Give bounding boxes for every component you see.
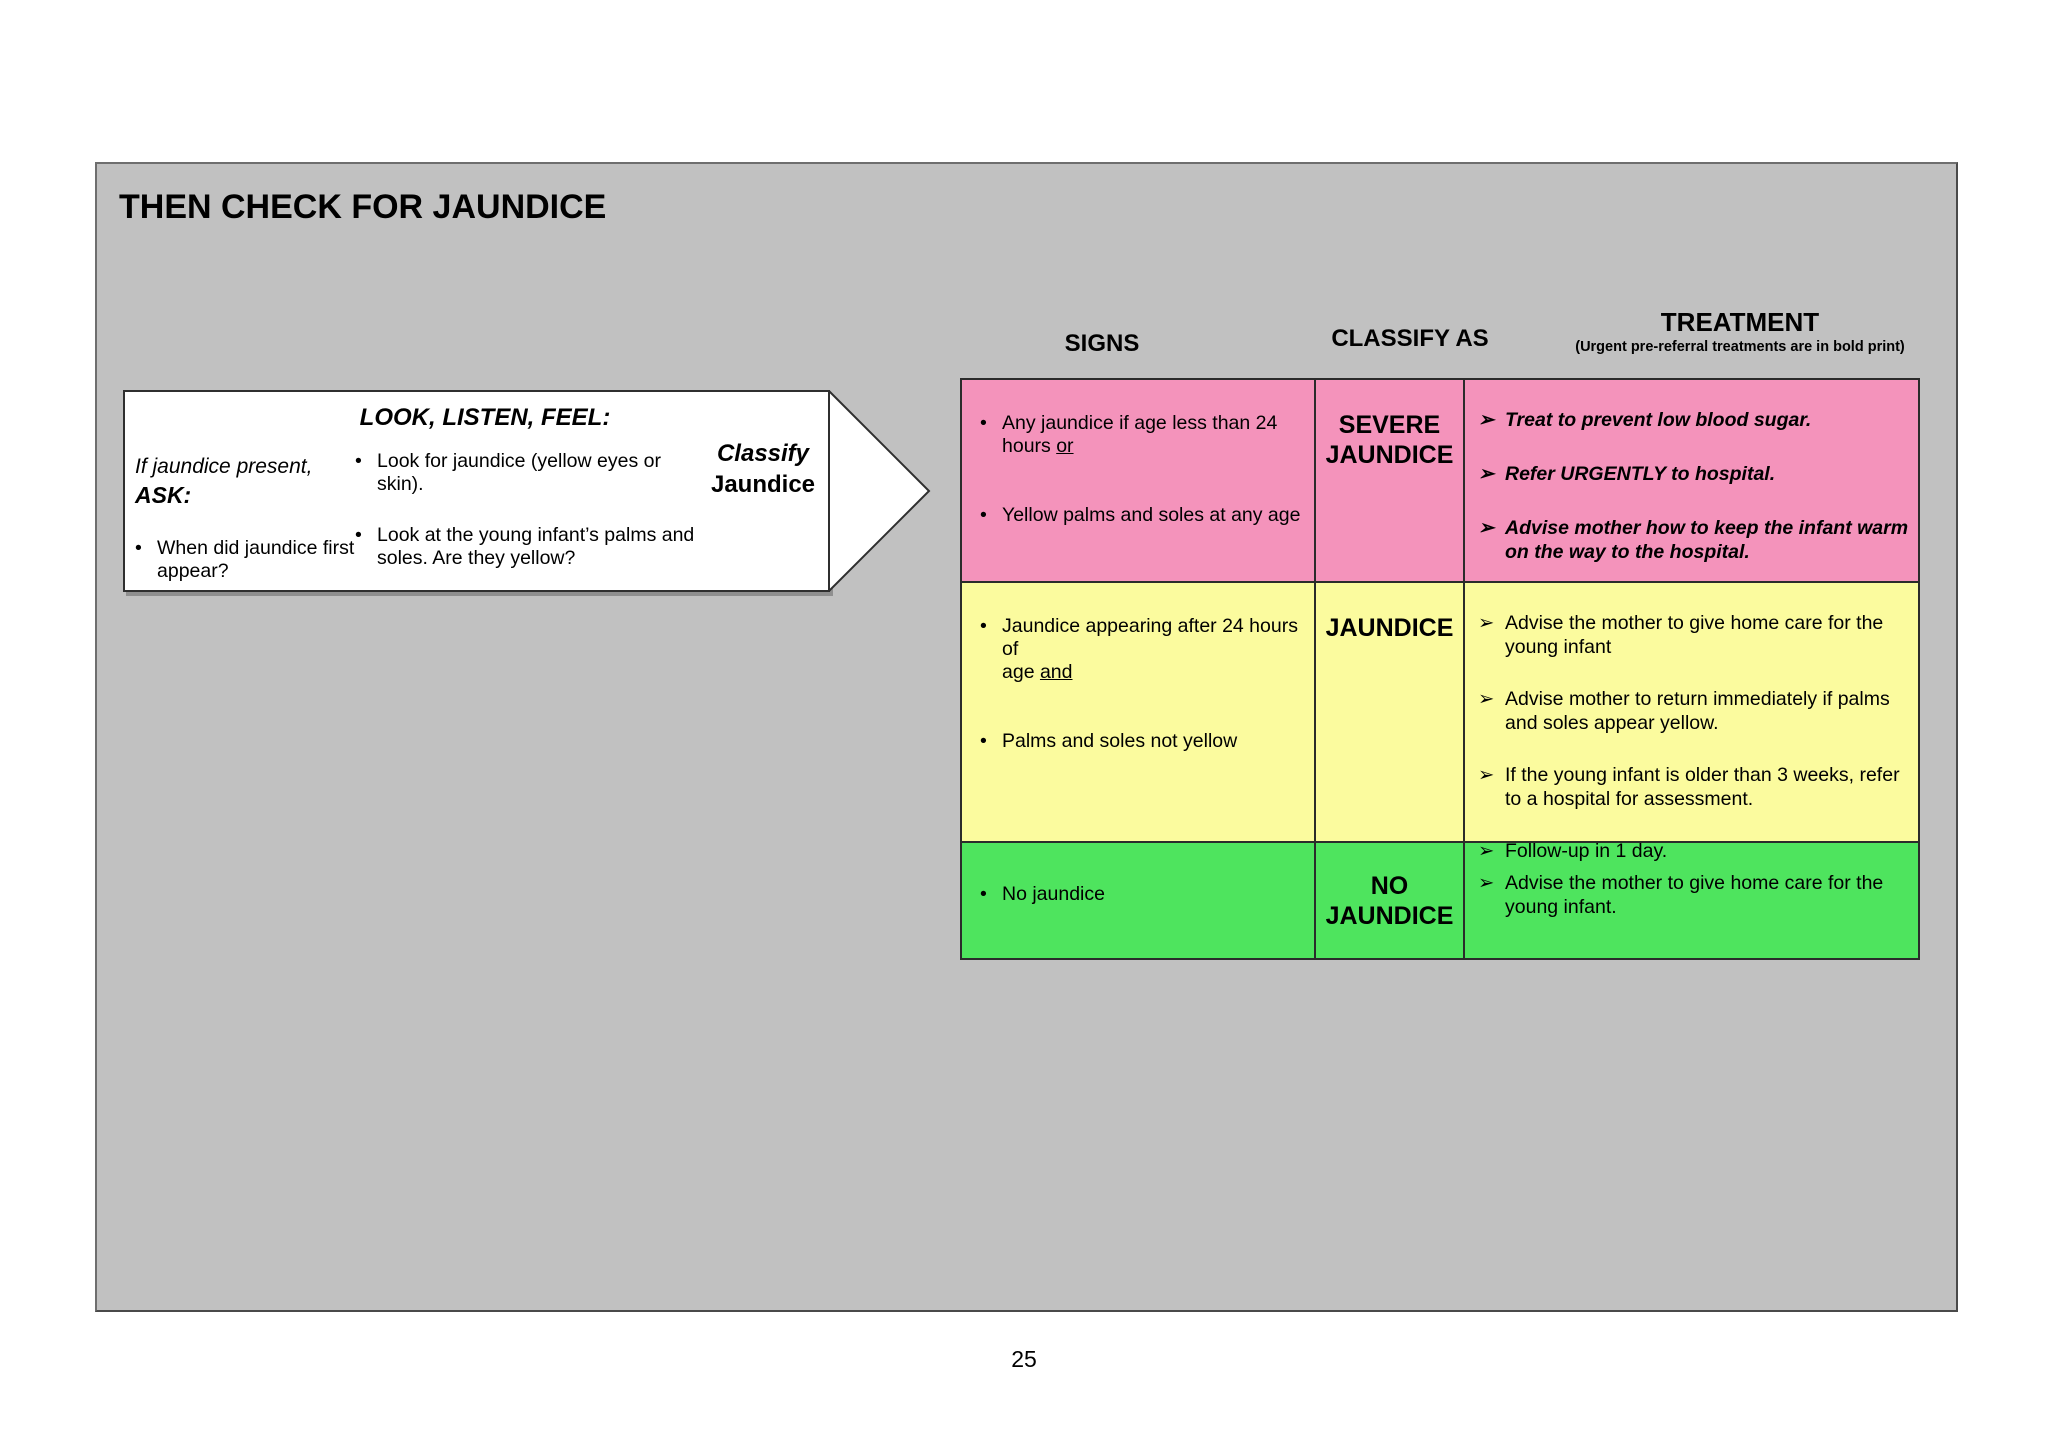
sign-text-underlined: and: [1039, 661, 1073, 683]
arrowhead-bullet-icon: ➢: [1478, 688, 1495, 710]
treatment-cell: ➢ Advise the mother to give home care fo…: [1465, 583, 1918, 862]
sign-text: Yellow palms and soles at any age: [1002, 504, 1300, 527]
arrowhead-bullet-icon: ➢: [1478, 840, 1495, 862]
sign-text-main: Jaundice appearing after 24 hours of age: [1002, 615, 1298, 683]
treatment-item: ➢ Advise mother how to keep the infant w…: [1478, 516, 1910, 564]
sign-text-main: Any jaundice if age less than 24 hours: [1002, 412, 1278, 457]
look-listen-feel-heading: LOOK, LISTEN, FEEL:: [359, 404, 611, 431]
signs-cell: • Any jaundice if age less than 24 hours…: [962, 380, 1314, 581]
sign-text-main: Palms and soles not yellow: [1002, 730, 1238, 752]
bullet-icon: •: [980, 412, 987, 434]
sign-text: No jaundice: [1002, 883, 1105, 906]
treatment-item: ➢ Follow-up in 1 day.: [1478, 839, 1910, 863]
arrowhead-bullet-icon: ➢: [1478, 872, 1495, 894]
table-row-jaundice: • Jaundice appearing after 24 hours of a…: [962, 583, 1918, 862]
bullet-icon: •: [980, 504, 987, 526]
treatment-text: Refer URGENTLY to hospital.: [1505, 463, 1776, 485]
sign-text-main: No jaundice: [1002, 883, 1105, 905]
classification-cell: JAUNDICE: [1314, 583, 1465, 841]
classify-arrow-icon: [828, 390, 931, 592]
sign-text-underlined: or: [1056, 435, 1074, 457]
arrowhead-bullet-icon: ➢: [1478, 764, 1495, 786]
sign-item: • No jaundice: [980, 883, 1304, 906]
sign-item: • Yellow palms and soles at any age: [980, 504, 1304, 527]
look-item: • Look for jaundice (yellow eyes or skin…: [355, 450, 707, 496]
column-header-signs: SIGNS: [1064, 330, 1140, 357]
treatment-item: ➢ Advise the mother to give home care fo…: [1478, 611, 1910, 659]
classification-table: • Any jaundice if age less than 24 hours…: [960, 378, 1920, 960]
arrowhead-bullet-icon: ➢: [1478, 409, 1495, 431]
jaundice-word: Jaundice: [710, 471, 816, 498]
treatment-item: ➢ Advise mother to return immediately if…: [1478, 687, 1910, 735]
classification-line: SEVERE: [1338, 411, 1441, 439]
classification-cell: SEVERE JAUNDICE: [1314, 380, 1465, 581]
arrowhead-bullet-icon: ➢: [1478, 463, 1495, 485]
sign-text: Palms and soles not yellow: [1002, 730, 1237, 753]
look-item: • Look at the young infant’s palms and s…: [355, 524, 707, 570]
treatment-text: Advise the mother to give home care for …: [1505, 612, 1884, 658]
look-item-text: Look at the young infant’s palms and sol…: [377, 524, 695, 569]
classification-line: JAUNDICE: [1325, 614, 1454, 642]
sign-text: Any jaundice if age less than 24 hours o…: [1002, 412, 1277, 458]
arrowhead-bullet-icon: ➢: [1478, 612, 1495, 634]
treatment-item: ➢ Refer URGENTLY to hospital.: [1478, 462, 1910, 486]
classify-jaundice-label: Classify Jaundice: [683, 438, 843, 500]
treatment-text: Treat to prevent low blood sugar.: [1505, 409, 1812, 431]
treatment-text: Advise mother how to keep the infant war…: [1505, 517, 1909, 563]
treatment-item: ➢ Advise the mother to give home care fo…: [1478, 871, 1910, 919]
bullet-icon: •: [355, 524, 362, 546]
treatment-item: ➢ Treat to prevent low blood sugar.: [1478, 408, 1910, 432]
column-header-classify-as: CLASSIFY AS: [1331, 325, 1489, 352]
bullet-icon: •: [980, 883, 987, 905]
table-row-severe-jaundice: • Any jaundice if age less than 24 hours…: [962, 380, 1918, 583]
classify-word: Classify: [716, 440, 810, 467]
page-number: 25: [1011, 1346, 1037, 1372]
sign-text: Jaundice appearing after 24 hours of age…: [1002, 615, 1304, 684]
treatment-text: If the young infant is older than 3 week…: [1505, 764, 1900, 810]
sign-item: • Jaundice appearing after 24 hours of a…: [980, 615, 1304, 684]
page-title: THEN CHECK FOR JAUNDICE: [119, 188, 607, 226]
ask-item: • When did jaundice first appear?: [135, 537, 363, 583]
assessment-box: LOOK, LISTEN, FEEL: If jaundice present,…: [123, 390, 830, 592]
treatment-header-text: TREATMENT: [1660, 307, 1820, 337]
ask-item-text: When did jaundice first appear?: [157, 537, 355, 582]
signs-cell: • Jaundice appearing after 24 hours of a…: [962, 583, 1314, 841]
signs-cell: • No jaundice: [962, 843, 1314, 958]
classification-cell: NO JAUNDICE: [1314, 843, 1465, 958]
ask-intro: If jaundice present,: [135, 455, 313, 478]
treatment-text: Follow-up in 1 day.: [1505, 840, 1668, 862]
classification-line: JAUNDICE: [1325, 441, 1454, 469]
table-row-no-jaundice: • No jaundice NO JAUNDICE ➢ Advise the m…: [962, 843, 1918, 958]
treatment-header-note: (Urgent pre-referral treatments are in b…: [1575, 339, 1905, 355]
sign-text-main: Yellow palms and soles at any age: [1002, 504, 1301, 526]
classification-line: JAUNDICE: [1325, 901, 1454, 930]
sign-item: • Any jaundice if age less than 24 hours…: [980, 412, 1304, 458]
look-item-text: Look for jaundice (yellow eyes or skin).: [377, 450, 661, 495]
ask-column: If jaundice present, ASK: • When did jau…: [135, 454, 363, 583]
bullet-icon: •: [355, 450, 362, 472]
bullet-icon: •: [135, 537, 142, 559]
treatment-cell: ➢ Treat to prevent low blood sugar. ➢ Re…: [1465, 380, 1918, 581]
treatment-item: ➢ If the young infant is older than 3 we…: [1478, 763, 1910, 811]
sign-item: • Palms and soles not yellow: [980, 730, 1304, 753]
treatment-cell: ➢ Advise the mother to give home care fo…: [1465, 843, 1918, 958]
classification-line: NO: [1370, 871, 1409, 900]
treatment-text: Advise mother to return immediately if p…: [1505, 688, 1890, 734]
content-panel: THEN CHECK FOR JAUNDICE SIGNS CLASSIFY A…: [95, 162, 1958, 1312]
bullet-icon: •: [980, 615, 987, 637]
treatment-text: Advise the mother to give home care for …: [1505, 872, 1884, 918]
arrowhead-bullet-icon: ➢: [1478, 517, 1495, 539]
ask-label: ASK:: [135, 482, 192, 508]
look-column: • Look for jaundice (yellow eyes or skin…: [355, 450, 707, 598]
column-header-treatment: TREATMENT (Urgent pre-referral treatment…: [1540, 307, 1940, 355]
bullet-icon: •: [980, 730, 987, 752]
